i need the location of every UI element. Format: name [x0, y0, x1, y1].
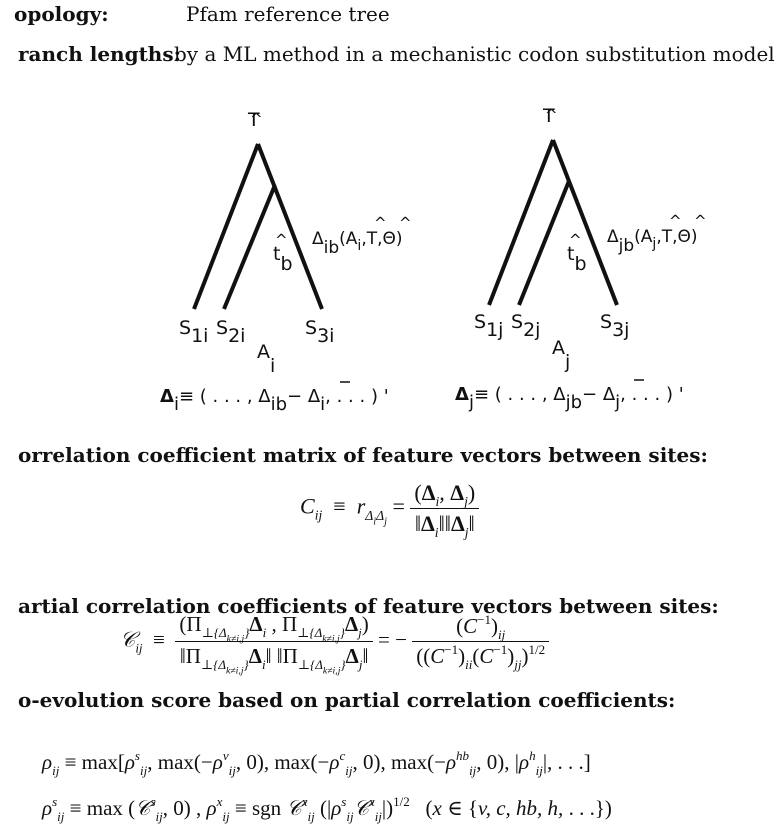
tree-i-hat-theta: ^ [399, 214, 412, 232]
tree-i: ^ T ^ tb Δib(Ai,T,Θ) ^ ^ S1i S2i S3i Ai … [160, 109, 412, 415]
tree-j-leaf3: S3j [600, 311, 629, 341]
branch-lengths-label: ranch lengths: [18, 42, 181, 66]
tree-j-hat-theta: ^ [694, 212, 707, 230]
tree-j-delta-label: Δjb(Aj,T,Θ) [607, 227, 698, 256]
tree-j-leaf1: S1j [474, 311, 503, 341]
tree-i-hat-T: ^ [374, 214, 387, 232]
tree-i-root-label: T [247, 109, 260, 131]
rho-definition-equation: ρsij ≡ max (𝒞sij, 0) , ρxij ≡ sgn 𝒞xij (… [42, 793, 612, 824]
tree-j-ancestor: Aj [552, 337, 570, 373]
tree-j: ^ T ^ tb Δjb(Aj,T,Θ) ^ ^ S1j S2j S3j Aj … [455, 105, 707, 413]
tree-i-root-hat: ^ [250, 110, 263, 128]
coevolution-score-equation: ρij ≡ max[ρsij, max(−ρvij, 0), max(−ρcij… [42, 747, 591, 778]
tree-j-t-hat: ^ [569, 231, 582, 249]
tree-i-ancestor: Ai [257, 341, 275, 377]
tree-i-t-hat: ^ [275, 231, 288, 249]
tree-i-leaf1: S1i [179, 317, 208, 347]
tree-j-branch-t: tb [567, 243, 587, 275]
tree-j-root-hat: ^ [545, 106, 558, 124]
correlation-equation: Cij ≡ rΔiΔj = (Δi, Δj)‖Δi‖‖Δj‖ [300, 480, 480, 539]
tree-i-leaf2: S2i [216, 317, 245, 347]
branch-lengths-value: by a ML method in a mechanistic codon su… [174, 42, 775, 66]
tree-i-branch-t: tb [273, 243, 293, 275]
tree-i-delta-label: Δib(Ai,T,Θ) [312, 229, 403, 258]
tree-i-leaf3: S3i [305, 317, 334, 347]
tree-j-vector-def: Δj≡ ( . . . , Δjb− Δj, . . . ) ' [455, 384, 684, 413]
phylogenetic-trees-figure: ^ T ^ tb Δib(Ai,T,Θ) ^ ^ S1i S2i S3i Ai … [160, 105, 707, 415]
section-correlation-heading: orrelation coefficient matrix of feature… [18, 443, 708, 467]
topology-value: Pfam reference tree [186, 2, 390, 26]
tree-j-branch-s2 [517, 180, 571, 306]
tree-j-hat-T: ^ [669, 212, 682, 230]
section-coevolution-heading: o-evolution score based on partial corre… [18, 688, 676, 712]
tree-i-branch-s2 [222, 184, 277, 310]
section-partial-heading: artial correlation coefficients of featu… [18, 594, 719, 618]
topology-label: opology: [14, 2, 109, 26]
tree-i-branch-s3 [256, 143, 324, 310]
tree-j-leaf2: S2j [511, 311, 540, 341]
tree-i-vector-def: Δi≡ ( . . . , Δib− Δi, . . . ) ' [160, 386, 389, 415]
tree-j-root-label: T [542, 105, 555, 127]
tree-i-branch-s1 [192, 143, 260, 310]
tree-j-branch-s3 [551, 139, 619, 306]
tree-j-branch-s1 [487, 139, 555, 306]
partial-correlation-equation: 𝒞ij ≡ (Π⊥{Δk≠i,j}Δi , Π⊥{Δk≠i,j}Δj)‖Π⊥{Δ… [120, 612, 550, 676]
